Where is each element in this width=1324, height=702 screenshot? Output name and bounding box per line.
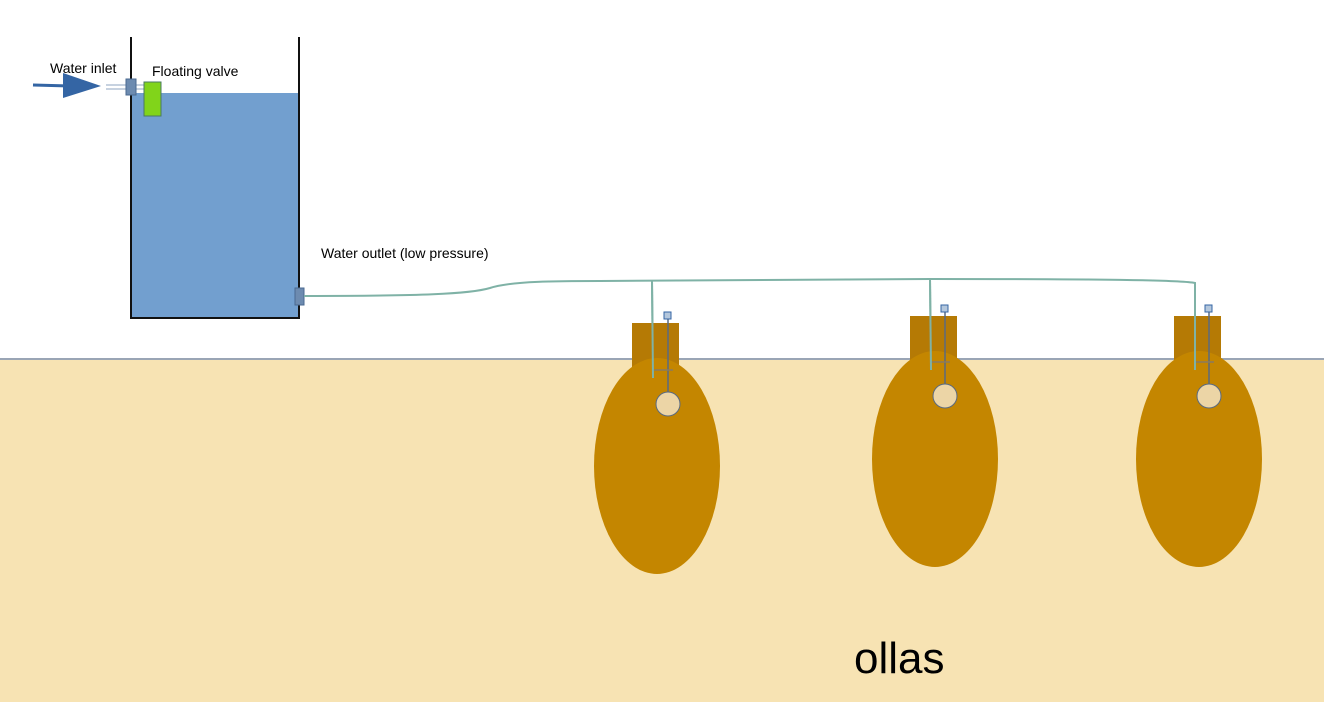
inlet-fitting: [125, 78, 137, 96]
float-indicator: [663, 311, 672, 320]
inlet-arrow-icon: [63, 73, 101, 98]
floating-valve: [143, 81, 162, 117]
water-inlet-label: Water inlet: [50, 60, 117, 76]
outlet-fitting: [294, 287, 305, 306]
olla-2: [872, 304, 998, 567]
float-ball: [932, 383, 958, 409]
drop-pipe-1-overlay: [651, 280, 654, 379]
floating-valve-label: Floating valve: [152, 63, 239, 79]
float-indicator: [1204, 304, 1213, 313]
tank-water: [131, 93, 299, 318]
olla-3: [1136, 304, 1262, 567]
olla-1: [594, 311, 720, 574]
drop-pipe-2-overlay: [929, 278, 932, 371]
ollas-label: ollas: [854, 634, 945, 683]
float-indicator: [940, 304, 949, 313]
float-ball: [655, 391, 681, 417]
float-ball: [1196, 383, 1222, 409]
distribution-pipe: [303, 277, 1196, 370]
water-outlet-label: Water outlet (low pressure): [321, 245, 489, 261]
tank-walls: [130, 37, 300, 319]
